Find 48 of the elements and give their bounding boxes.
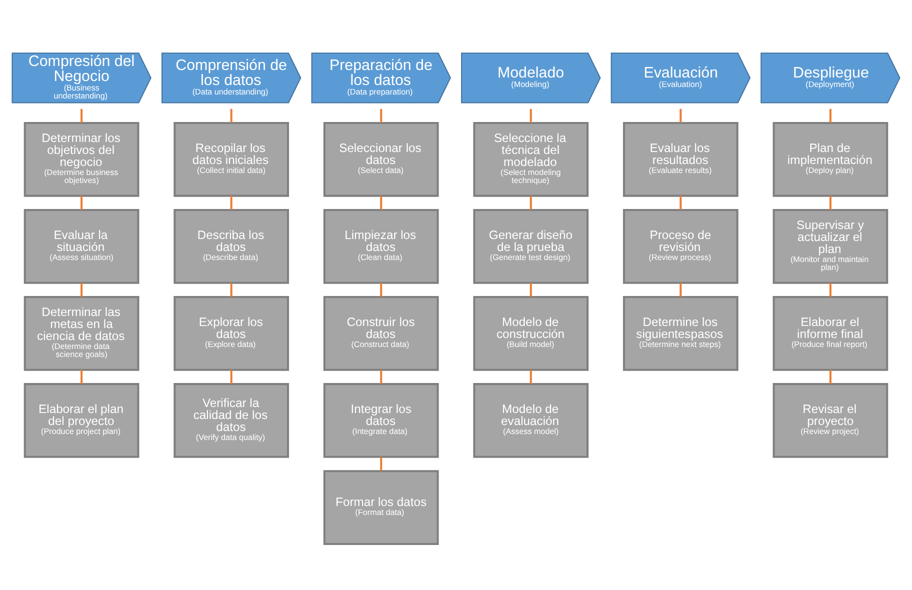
node-box: Construir los datos (Construct data) <box>323 296 439 370</box>
node-box: Modelo de construcción (Build model) <box>473 296 589 370</box>
node-box: Supervisar y actualizar el plan (Monitor and maintain plan) <box>772 208 888 284</box>
connector <box>829 108 832 122</box>
connector <box>530 282 532 296</box>
node-box: Determinar las metas en la ciencia de datos (Determine data science goals) <box>24 296 140 370</box>
connector <box>80 282 83 296</box>
node-box: Formar los datos (Format data) <box>323 470 439 544</box>
connector <box>80 108 83 122</box>
connector <box>80 195 83 210</box>
connector <box>530 195 532 210</box>
node-box: Determinar los objetivos del negocio (Determine business objetives) <box>24 121 140 196</box>
connector <box>380 282 382 296</box>
node-box: Describa los datos (Describe data) <box>174 208 290 284</box>
node-box: Seleccionar los datos (Select data) <box>323 121 439 196</box>
node-box: Elaborar el plan del proyecto (Produce project plan) <box>24 382 140 458</box>
node-box: Seleccione la técnica del modelado (Select modeling technique) <box>473 121 589 196</box>
node-box: Determine los siguientespasos (Determine next steps) <box>622 296 738 370</box>
connector <box>680 195 682 210</box>
connector <box>680 108 682 122</box>
connector <box>530 108 532 122</box>
connector <box>380 108 382 122</box>
connector <box>230 108 232 122</box>
node-box: Revisar el proyecto (Review project) <box>772 382 888 458</box>
node-box: Limpiezar los datos (Clean data) <box>323 208 439 284</box>
node-box: Explorar los datos (Explore data) <box>174 296 290 370</box>
connector <box>680 282 682 296</box>
connector <box>829 370 832 384</box>
node-box: Verificar la calidad de los datos (Verify data quality) <box>174 382 290 458</box>
node-box: Plan de implementación (Deploy plan) <box>772 121 888 196</box>
node-box: Proceso de revisión (Review process) <box>622 208 738 284</box>
connector <box>80 370 83 384</box>
connector <box>230 195 232 210</box>
node-box: Recopilar los datos iniciales (Collect initial data) <box>174 121 290 196</box>
node-box: Elaborar el informe final (Produce final report) <box>772 296 888 370</box>
node-box: Modelo de evaluación (Assess model) <box>473 382 589 458</box>
connector <box>380 195 382 210</box>
node-box: Generar diseño de la prueba (Generate test design) <box>473 208 589 284</box>
connector <box>230 282 232 296</box>
connector <box>230 370 232 384</box>
connector <box>829 195 832 210</box>
connector <box>380 370 382 384</box>
node-box: Evaluar la situación (Assess situation) <box>24 208 140 284</box>
connector <box>829 282 832 296</box>
node-box: Evaluar los resultados (Evaluate results) <box>622 121 738 196</box>
connector <box>530 370 532 384</box>
connector <box>380 456 382 470</box>
node-box: Integrar los datos (Integrate data) <box>323 382 439 458</box>
